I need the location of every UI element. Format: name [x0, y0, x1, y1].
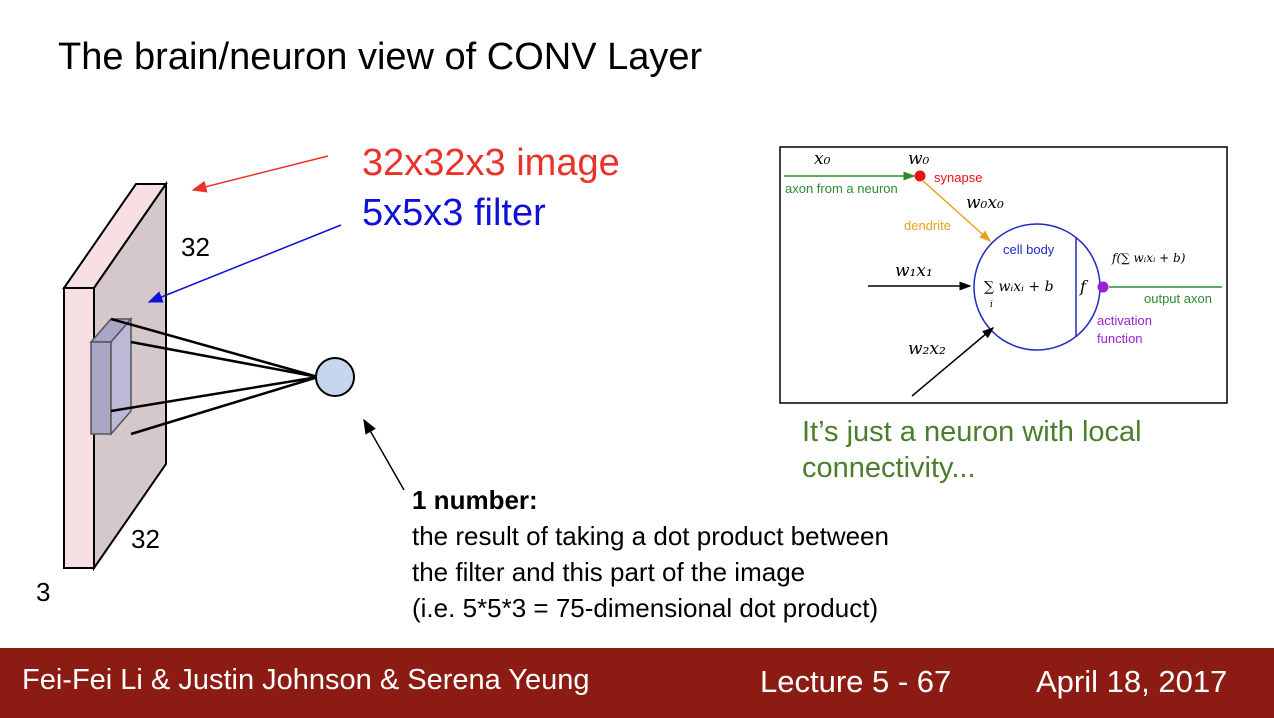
input-w2-line — [911, 327, 995, 397]
number-explanation: 1 number: the result of taking a dot pro… — [412, 482, 889, 626]
neuron-caption: It’s just a neuron with local connectivi… — [802, 416, 1142, 484]
synapse-dot — [914, 170, 926, 182]
sum-expression: ∑ wᵢxᵢ + b — [984, 279, 1054, 295]
connection-line — [130, 375, 319, 436]
w0x0-label: w₀x₀ — [966, 193, 1004, 213]
number-heading: 1 number: — [412, 485, 538, 515]
conv-diagram: x₀ w₀ synapse axon from a neuron w₀x₀ de… — [62, 146, 1228, 572]
footer-lecture: Lecture 5 - 67 — [760, 664, 952, 699]
activation-label: activation — [1097, 313, 1152, 328]
number-line-3: (i.e. 5*5*3 = 75-dimensional dot product… — [412, 593, 879, 623]
w2x2-label: w₂x₂ — [908, 339, 946, 359]
w1x1-label: w₁x₁ — [895, 261, 933, 281]
axon-from-label: axon from a neuron — [785, 181, 898, 196]
footer-authors: Fei-Fei Li & Justin Johnson & Serena Yeu… — [22, 664, 590, 696]
volume-height-label: 32 — [181, 232, 210, 262]
volume-depth-label: 3 — [36, 577, 51, 607]
filter-size-label: 5x5x3 filter — [362, 192, 546, 234]
activation-f: f — [1079, 277, 1089, 296]
volume-front-face — [63, 287, 95, 569]
filter-pointer-arrow — [147, 224, 342, 303]
volume-width-label: 32 — [131, 524, 160, 554]
activation-dot — [1097, 281, 1109, 293]
neuron-model: x₀ w₀ synapse axon from a neuron w₀x₀ de… — [779, 146, 1228, 404]
output-expression: f(∑ wᵢxᵢ + b) — [1111, 251, 1186, 265]
sum-index: i — [990, 300, 993, 310]
footer-bar: Fei-Fei Li & Justin Johnson & Serena Yeu… — [0, 648, 1274, 718]
filter-side-face — [110, 316, 132, 437]
number-line-2: the filter and this part of the image — [412, 557, 806, 587]
image-size-label: 32x32x3 image — [362, 142, 620, 184]
slide-title: The brain/neuron view of CONV Layer — [58, 36, 703, 78]
output-axon-label: output axon — [1144, 291, 1212, 306]
synapse-label: synapse — [934, 170, 982, 185]
neuron-model-frame — [779, 146, 1228, 404]
dendrite-label: dendrite — [904, 218, 951, 233]
x0-label: x₀ — [814, 149, 831, 169]
number-line-1: the result of taking a dot product betwe… — [412, 521, 889, 551]
filter-connections — [110, 317, 319, 436]
connection-line — [110, 375, 319, 413]
dendrite-line — [921, 179, 992, 243]
connection-line — [110, 317, 319, 379]
footer-date: April 18, 2017 — [1036, 664, 1228, 699]
cell-body-label: cell body — [1003, 242, 1055, 257]
function-label: function — [1097, 331, 1143, 346]
filter-box — [89, 316, 133, 437]
w0-label: w₀ — [908, 149, 930, 169]
number-pointer-arrow — [363, 418, 405, 491]
image-pointer-arrow — [191, 155, 329, 193]
output-neuron — [315, 357, 355, 397]
connection-line — [130, 340, 319, 379]
filter-front-face — [90, 341, 112, 435]
